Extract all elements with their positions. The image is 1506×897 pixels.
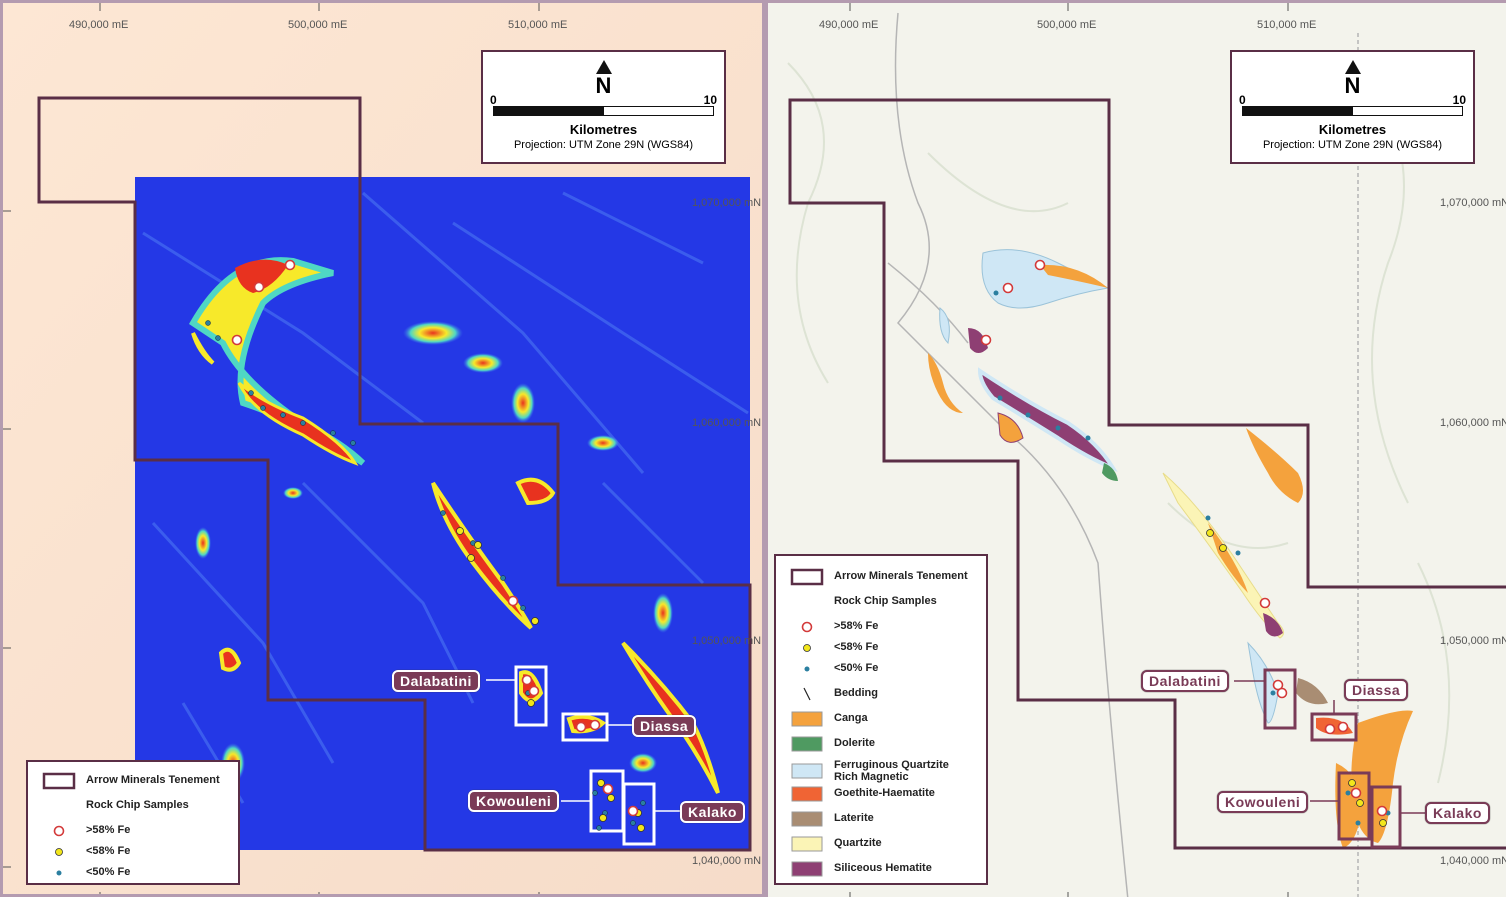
legend-sample-mid: <58% Fe [86, 845, 131, 857]
legend-rock-chip-title: Rock Chip Samples [834, 595, 937, 607]
scale-zero: 0 [490, 93, 497, 107]
legend-tenement: Arrow Minerals Tenement [834, 570, 968, 582]
north-arrow-scale-bar: N 0 10 Kilometres Projection: UTM Zone 2… [481, 50, 726, 164]
projection-text: Projection: UTM Zone 29N (WGS84) [513, 139, 694, 151]
legend-laterite: Laterite [834, 812, 874, 824]
projection-text: Projection: UTM Zone 29N (WGS84) [1262, 139, 1443, 151]
easting-label: 490,000 mE [819, 19, 879, 31]
grid-ticks [3, 3, 540, 894]
north-arrow-icon [595, 60, 612, 74]
northing-label: 1,070,000 mN [1440, 197, 1506, 209]
prospect-label-kowouleni: Kowouleni [1217, 791, 1309, 813]
easting-label: 490,000 mE [69, 19, 129, 31]
scale-bar: 0 10 [490, 93, 717, 116]
prospect-label-diassa: Diassa [1344, 679, 1409, 701]
legend-left: Arrow Minerals Tenement Rock Chip Sample… [26, 760, 240, 885]
scale-bar: 0 10 [1239, 93, 1466, 116]
legend-sample-low: <50% Fe [834, 662, 879, 674]
easting-label: 500,000 mE [288, 19, 348, 31]
easting-label: 510,000 mE [508, 19, 568, 31]
northing-label: 1,040,000 mN [692, 855, 762, 867]
legend-rock-chip-title: Rock Chip Samples [86, 799, 189, 811]
prospect-label-dalabatini: Dalabatini [392, 670, 480, 692]
magnetic-anomalies [189, 257, 720, 794]
scale-units: Kilometres [1318, 122, 1387, 137]
north-arrow-scale-bar: N 0 10 Kilometres Projection: UTM Zone 2… [1230, 50, 1475, 164]
north-label: N [595, 73, 612, 98]
legend-dolerite: Dolerite [834, 737, 875, 749]
magnetics-map-panel: 490,000 mE 500,000 mE 510,000 mE 1,070,0… [0, 0, 765, 897]
scale-ten: 10 [703, 93, 717, 107]
legend-quartzite: Quartzite [834, 837, 882, 849]
label-leaders [1234, 680, 1426, 814]
northing-label: 1,060,000 mN [1440, 417, 1506, 429]
legend-right: Arrow Minerals Tenement Rock Chip Sample… [774, 554, 988, 885]
legend-goethite-haematite: Goethite-Haematite [834, 787, 935, 799]
legend-bedding: Bedding [834, 687, 878, 699]
prospect-label-dalabatini: Dalabatini [1141, 670, 1229, 692]
northing-label: 1,070,000 mN [692, 197, 762, 209]
tenement-outline [37, 96, 752, 852]
legend-siliceous-hematite: Siliceous Hematite [834, 862, 932, 874]
label-leaders [486, 679, 681, 812]
prospect-label-kalako: Kalako [680, 801, 745, 823]
legend-sample-high: >58% Fe [86, 824, 131, 836]
geology-units [928, 249, 1413, 848]
prospect-label-kalako: Kalako [1425, 802, 1490, 824]
scale-units: Kilometres [569, 122, 638, 137]
easting-label: 510,000 mE [1257, 19, 1317, 31]
rock-chip-samples [205, 259, 646, 832]
legend-canga: Canga [834, 712, 868, 724]
easting-label: 500,000 mE [1037, 19, 1097, 31]
geology-map-svg [768, 3, 1506, 897]
north-arrow-icon [1344, 60, 1361, 74]
prospect-label-kowouleni: Kowouleni [468, 790, 560, 812]
north-label: N [1344, 73, 1361, 98]
northing-label: 1,050,000 mN [1440, 635, 1506, 647]
geology-map-panel: 490,000 mE 500,000 mE 510,000 mE 1,070,0… [765, 0, 1506, 897]
rock-chip-samples [980, 259, 1391, 827]
grid-ticks [849, 3, 1289, 897]
scale-zero: 0 [1239, 93, 1246, 107]
legend-sample-low: <50% Fe [86, 866, 131, 878]
northing-label: 1,060,000 mN [692, 417, 762, 429]
prospect-label-diassa: Diassa [632, 715, 697, 737]
legend-ferruginous-quartzite: Ferruginous Quartzite Rich Magnetic [834, 759, 949, 783]
legend-sample-high: >58% Fe [834, 620, 879, 632]
northing-label: 1,050,000 mN [692, 635, 762, 647]
northing-label: 1,040,000 mN [1440, 855, 1506, 867]
legend-sample-mid: <58% Fe [834, 641, 879, 653]
scale-ten: 10 [1452, 93, 1466, 107]
tenement-outline [788, 98, 1506, 850]
legend-tenement: Arrow Minerals Tenement [86, 774, 220, 786]
